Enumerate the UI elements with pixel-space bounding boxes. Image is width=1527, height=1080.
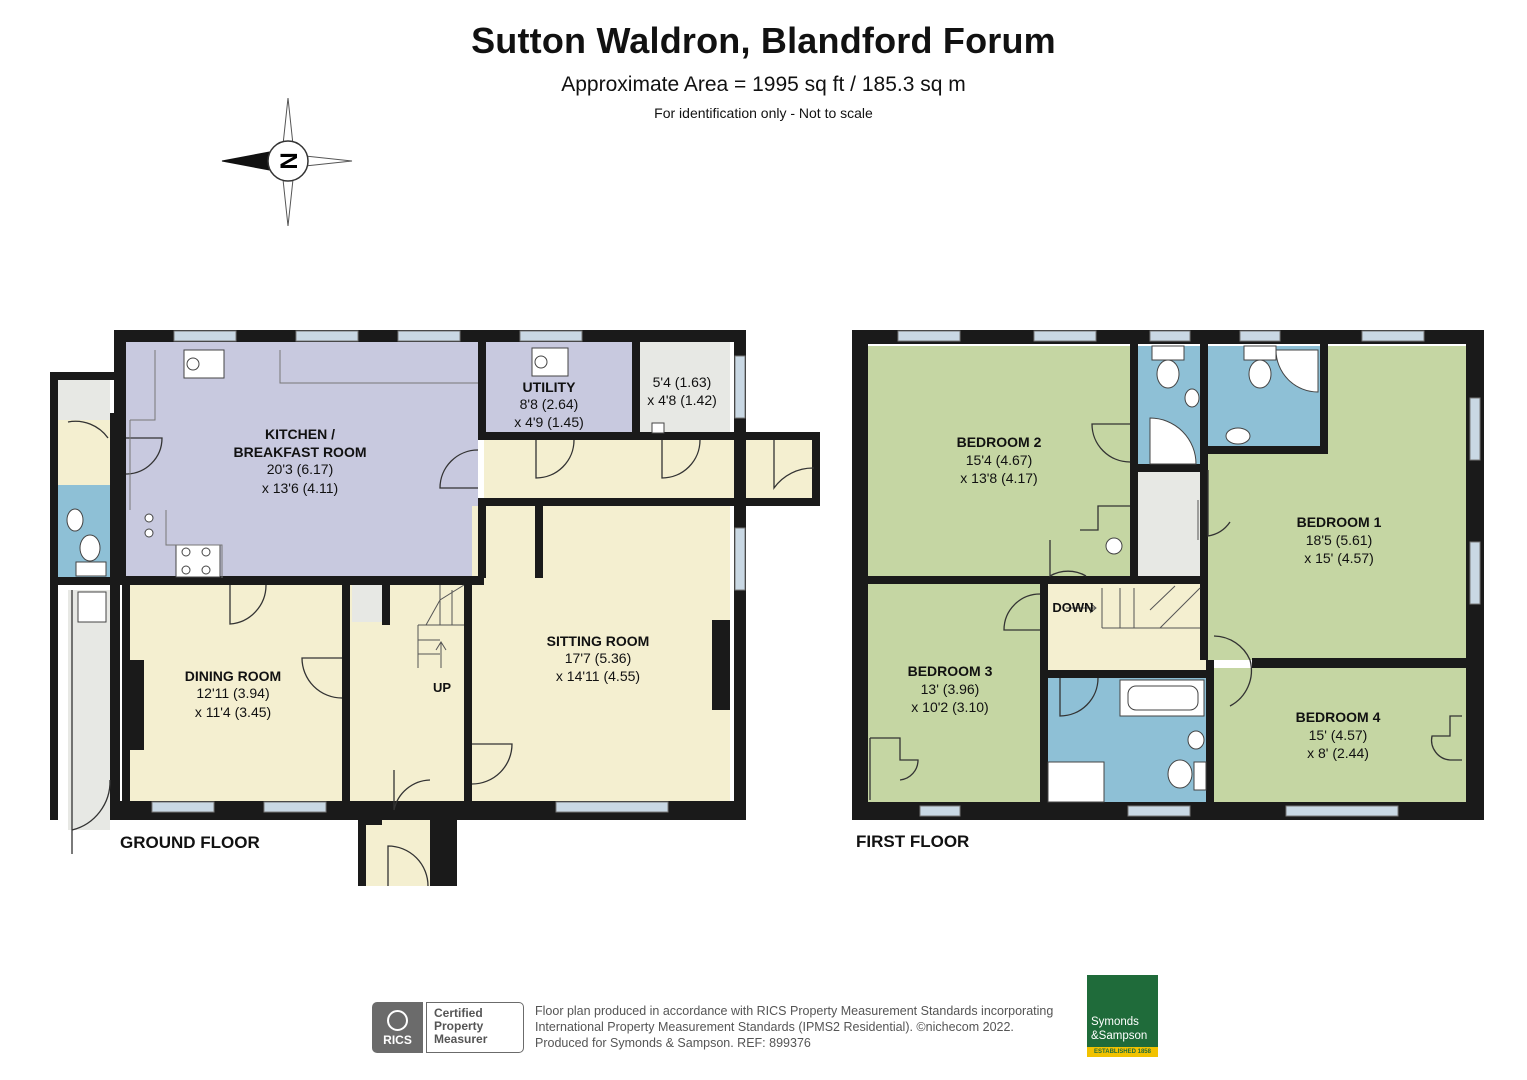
bedroom2-fill xyxy=(868,346,1130,576)
dining-fill xyxy=(130,583,342,805)
store-fill xyxy=(639,340,730,432)
rics-logo-icon: RICS xyxy=(372,1002,423,1053)
sitting-dim1: 17'7 (5.36) xyxy=(565,650,632,666)
bedroom3-dim2: x 10'2 (3.10) xyxy=(911,699,988,715)
agent-logo: Symonds &Sampson ESTABLISHED 1858 xyxy=(1087,975,1158,1057)
sitting-dim2: x 14'11 (4.55) xyxy=(556,668,640,684)
bedroom2-dim1: 15'4 (4.67) xyxy=(966,452,1033,468)
kitchen-name: KITCHEN / xyxy=(265,426,335,442)
stairs-down-label: DOWN xyxy=(1052,600,1093,615)
first-floor-plan xyxy=(852,330,1484,820)
landing-fill xyxy=(1046,584,1206,670)
room-labels: KITCHEN / BREAKFAST ROOM 20'3 (6.17) x 1… xyxy=(185,374,1382,761)
sitting-fill xyxy=(472,506,730,805)
kitchen-name2: BREAKFAST ROOM xyxy=(234,444,367,460)
dining-name: DINING ROOM xyxy=(185,668,281,684)
dining-dim1: 12'11 (3.94) xyxy=(196,685,269,701)
bedroom4-dim1: 15' (4.57) xyxy=(1309,727,1368,743)
kitchen-dim2: x 13'6 (4.11) xyxy=(262,480,338,496)
bedroom3-name: BEDROOM 3 xyxy=(908,663,993,679)
kitchen-fill xyxy=(122,340,478,578)
utility-name: UTILITY xyxy=(523,379,577,395)
rear-hall-fill xyxy=(484,440,816,498)
bedroom1-dim1: 18'5 (5.61) xyxy=(1306,532,1373,548)
disclaimer-text: Floor plan produced in accordance with R… xyxy=(535,1004,1054,1050)
bedroom2-dim2: x 13'8 (4.17) xyxy=(960,470,1037,486)
stairs-up-label: UP xyxy=(433,680,451,695)
bedroom4-fill xyxy=(1214,668,1466,802)
scale-note: For identification only - Not to scale xyxy=(654,105,873,121)
page-title: Sutton Waldron, Blandford Forum xyxy=(471,20,1056,61)
utility-dim1: 8'8 (2.64) xyxy=(520,396,579,412)
utility-dim2: x 4'9 (1.45) xyxy=(514,414,584,430)
bedroom2-name: BEDROOM 2 xyxy=(957,434,1042,450)
understair-fill xyxy=(352,585,382,622)
dining-dim2: x 11'4 (3.45) xyxy=(195,704,271,720)
ground-floor-plan xyxy=(50,330,820,887)
airing-fill xyxy=(1138,470,1200,576)
ground-floor-label: GROUND FLOOR xyxy=(120,833,260,852)
bedroom1-name: BEDROOM 1 xyxy=(1297,514,1382,530)
sitting-name: SITTING ROOM xyxy=(547,633,650,649)
rics-certification: Certified Property Measurer xyxy=(426,1002,524,1053)
compass-letter: N xyxy=(276,152,303,169)
kitchen-dim1: 20'3 (6.17) xyxy=(267,461,334,477)
bedroom3-dim1: 13' (3.96) xyxy=(921,681,980,697)
store-dim1: 5'4 (1.63) xyxy=(653,374,712,390)
bedroom3-fill xyxy=(868,584,1040,802)
bedroom4-name: BEDROOM 4 xyxy=(1296,709,1381,725)
approximate-area: Approximate Area = 1995 sq ft / 185.3 sq… xyxy=(561,73,966,96)
bedroom1-dim2: x 15' (4.57) xyxy=(1304,550,1374,566)
bedroom4-dim2: x 8' (2.44) xyxy=(1307,745,1369,761)
store-dim2: x 4'8 (1.42) xyxy=(647,392,717,408)
compass-icon: N xyxy=(221,97,353,227)
first-floor-label: FIRST FLOOR xyxy=(856,832,970,851)
rics-badge: RICS Certified Property Measurer xyxy=(372,1002,524,1053)
